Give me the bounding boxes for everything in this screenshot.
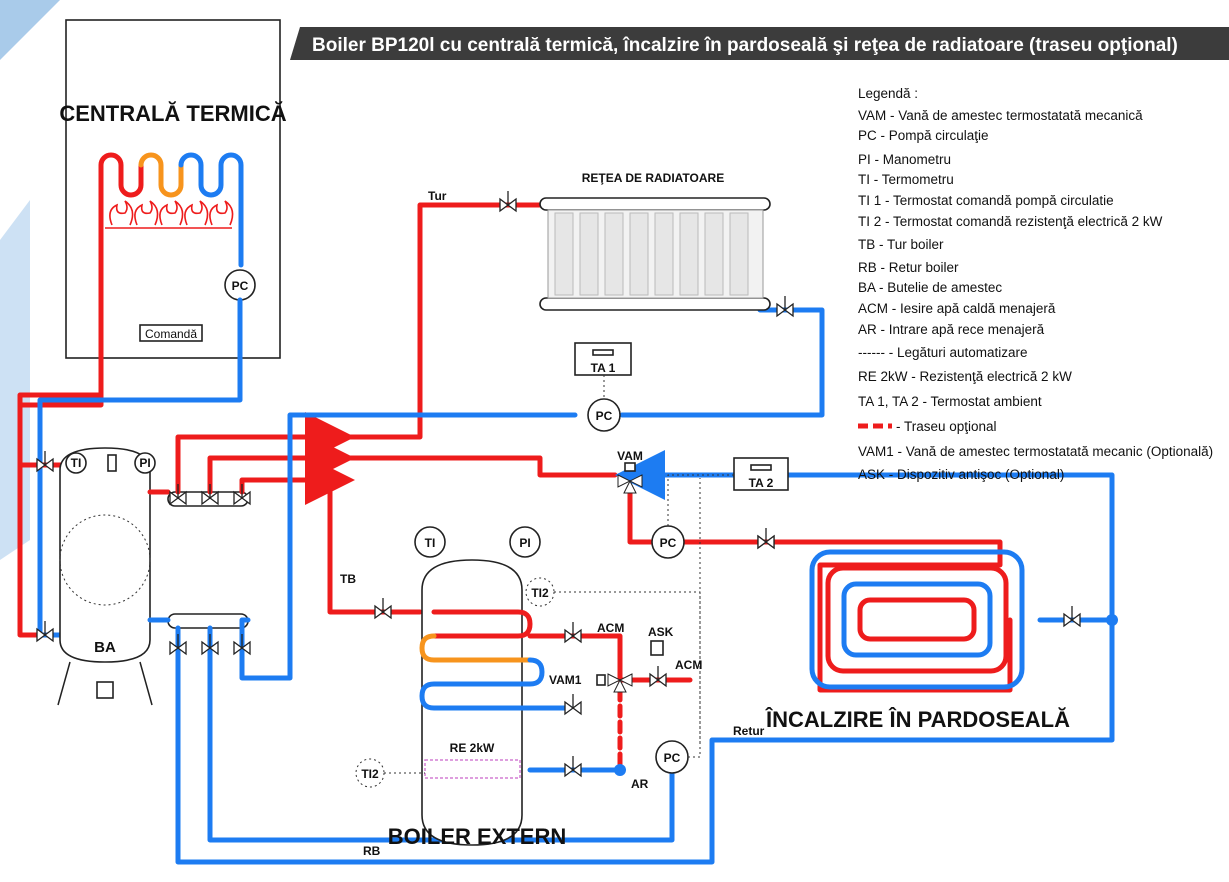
legend-item: TI - Termometru [858, 172, 954, 187]
svg-text:PC: PC [232, 279, 249, 293]
ti2-top: TI2 [531, 586, 549, 600]
svg-text:TI: TI [425, 536, 436, 550]
legend: Legendă : VAM - Vană de amestec termosta… [858, 86, 1213, 482]
legend-item: AR - Intrare apă rece menajeră [858, 322, 1045, 337]
page-title: Boiler BP120l cu centrală termică, încal… [312, 35, 1178, 56]
radiator-network: REŢEA DE RADIATOARE Tur [428, 171, 771, 311]
vam-label: VAM [617, 449, 643, 463]
legend-item: TB - Tur boiler [858, 237, 944, 252]
central-hot-pipe [17, 192, 104, 638]
corner-decoration [0, 0, 60, 60]
ask-label: ASK [648, 625, 674, 639]
vam-mixing-valve-icon: VAM [617, 449, 643, 494]
legend-item: ASK - Dispozitiv antişoc (Optional) [858, 467, 1064, 482]
optional-route [567, 687, 623, 773]
floor-heating-coil: ÎNCALZIRE ÎN PARDOSEALĂ [765, 549, 1070, 732]
legend-item: ACM - Iesire apă caldă menajeră [858, 301, 1056, 316]
legend-item: PC - Pompă circulaţie [858, 128, 989, 143]
svg-text:PC: PC [664, 751, 681, 765]
central-title: CENTRALĂ TERMICĂ [59, 101, 286, 126]
svg-text:PC: PC [660, 536, 677, 550]
radiator-pump-icon: PC [587, 398, 621, 432]
svg-text:TA 1: TA 1 [591, 361, 616, 375]
radiator-return-pipe [619, 307, 825, 418]
svg-text:PC: PC [596, 409, 613, 423]
side-decoration [0, 200, 30, 560]
floor-pump-icon: PC [627, 487, 1013, 693]
command-label: Comandă [145, 327, 197, 341]
legend-item: BA - Butelie de amestec [858, 280, 1002, 295]
vam1-label: VAM1 [549, 673, 582, 687]
ti2-bottom: TI2 [361, 767, 379, 781]
cold-manifold [167, 613, 249, 629]
title-bar: Boiler BP120l cu centrală termică, încal… [290, 27, 1229, 60]
acm-label-1: ACM [597, 621, 624, 635]
radiator-supply-pipe [327, 202, 543, 440]
radiators-title: REŢEA DE RADIATOARE [582, 171, 724, 185]
legend-item: TA 1, TA 2 - Termostat ambient [858, 394, 1042, 409]
legend-item: PI - Manometru [858, 152, 951, 167]
buffer-tank: BA TI PI [57, 447, 156, 706]
flame-icon [105, 200, 234, 229]
boiler-supply-pipe [327, 477, 423, 615]
legend-item: TI 1 - Termostat comandă pompă circulati… [858, 193, 1114, 208]
svg-text:TI: TI [71, 456, 82, 470]
tb-label: TB [340, 572, 356, 586]
legend-item: RE 2kW - Rezistenţă electrică 2 kW [858, 369, 1072, 384]
tur-label: Tur [428, 189, 447, 203]
svg-text:PI: PI [519, 536, 530, 550]
legend-heading: Legendă : [858, 86, 918, 101]
ask-device-icon [650, 640, 664, 656]
central-unit: CENTRALĂ TERMICĂ PC Comandă [59, 19, 287, 359]
command-box [139, 324, 203, 342]
svg-text:TA 2: TA 2 [749, 476, 774, 490]
retur-label: Retur [733, 724, 765, 738]
svg-text:PI: PI [139, 456, 150, 470]
legend-item: - Traseu opţional [896, 419, 997, 434]
ta2-thermostat: TA 2 [733, 457, 789, 491]
ta1-thermostat: TA 1 [574, 342, 632, 376]
ar-label: AR [631, 777, 649, 791]
rb-label: RB [363, 844, 381, 858]
re-label: RE 2kW [450, 741, 495, 755]
valve-icons [36, 191, 1081, 778]
floor-supply-pipe [327, 455, 618, 478]
legend-item: ------ - Legături automatizare [858, 345, 1028, 360]
boiler-pump-icon: PC [655, 740, 689, 774]
buffer-label: BA [94, 639, 116, 656]
legend-item: VAM - Vană de amestec termostatată mecan… [858, 108, 1143, 123]
legend-item: TI 2 - Termostat comandă rezistenţă elec… [858, 214, 1163, 229]
acm-label-2: ACM [675, 658, 702, 672]
legend-item: RB - Retur boiler [858, 260, 959, 275]
vam1-valve-icon [596, 673, 633, 693]
boiler-title: BOILER EXTERN [388, 824, 566, 849]
floor-title: ÎNCALZIRE ÎN PARDOSEALĂ [765, 707, 1070, 732]
external-boiler: RE 2kW BOILER EXTERN TI PI TI2 TI2 [355, 526, 573, 849]
legend-item: VAM1 - Vană de amestec termostatată meca… [858, 444, 1213, 459]
